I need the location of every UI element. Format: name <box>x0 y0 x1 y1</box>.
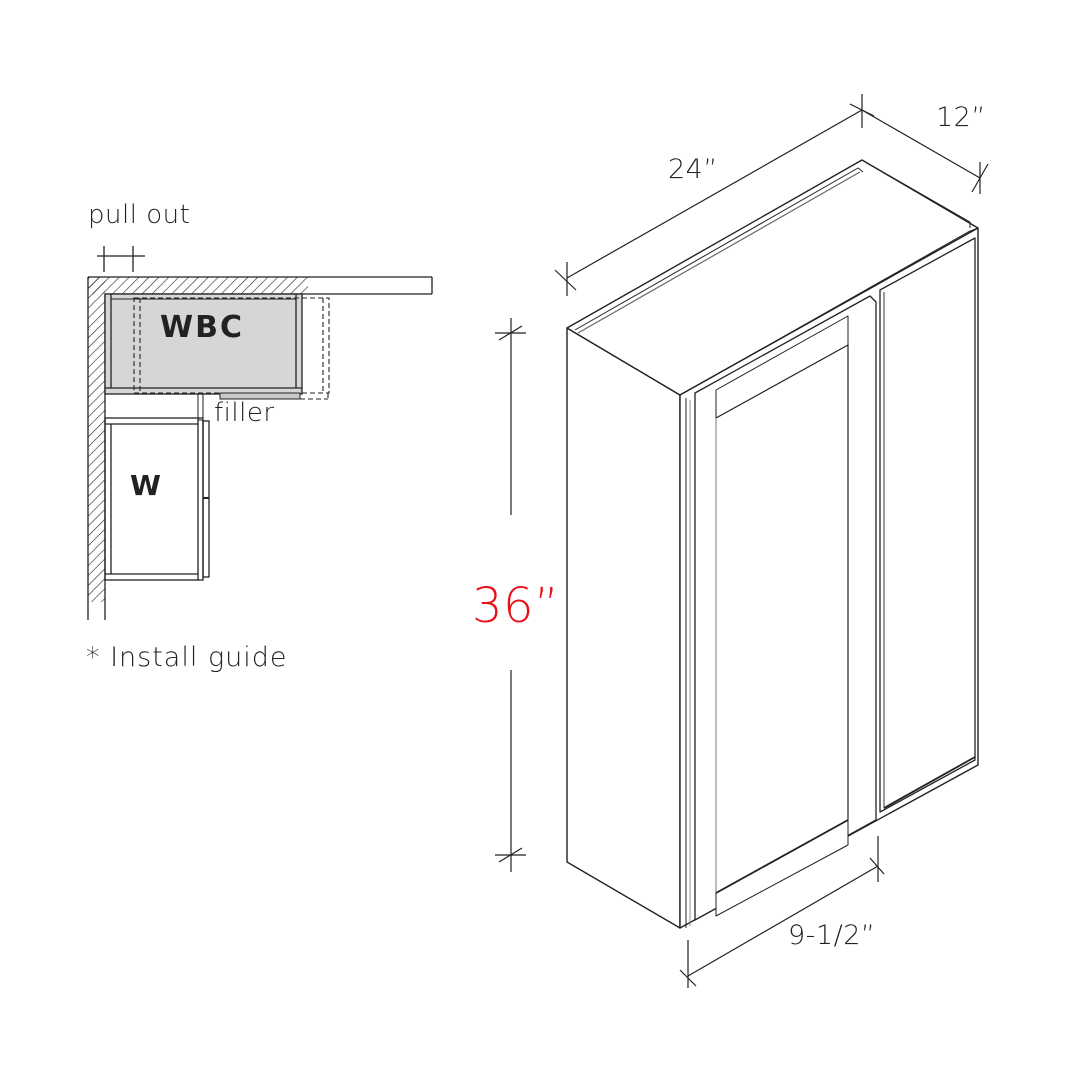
pull-out-label: pull out <box>88 200 191 230</box>
cabinet-side-panel <box>566 327 681 929</box>
wall-hatch-left <box>87 277 106 620</box>
pull-out-dimension <box>97 246 145 272</box>
wbc-cabinet-plan <box>104 293 303 395</box>
w-label: W <box>130 469 161 502</box>
filler-vertical <box>197 393 204 421</box>
depth-dimension-label: 12” <box>936 102 986 133</box>
height-dimension-line <box>495 318 526 872</box>
blind-panel <box>879 237 976 813</box>
width-dimension-label: 24” <box>668 154 718 185</box>
door-width-dimension-label: 9-1/2” <box>788 920 876 951</box>
cabinet-isometric <box>566 159 979 929</box>
dimension-lines <box>495 94 989 988</box>
wall-hatch-top <box>88 276 433 295</box>
wbc-label: WBC <box>160 310 244 345</box>
filler-strip <box>219 392 301 400</box>
install-guide-caption: * Install guide <box>86 642 288 673</box>
install-guide-plan <box>87 246 433 620</box>
height-dimension-label: 36” <box>472 578 560 634</box>
w-cabinet-plan <box>104 417 210 581</box>
depth-dimension-line <box>861 109 989 194</box>
door-width-dimension-line <box>679 836 885 988</box>
filler-label: filler <box>214 398 275 428</box>
door-recessed-panel <box>715 344 849 894</box>
